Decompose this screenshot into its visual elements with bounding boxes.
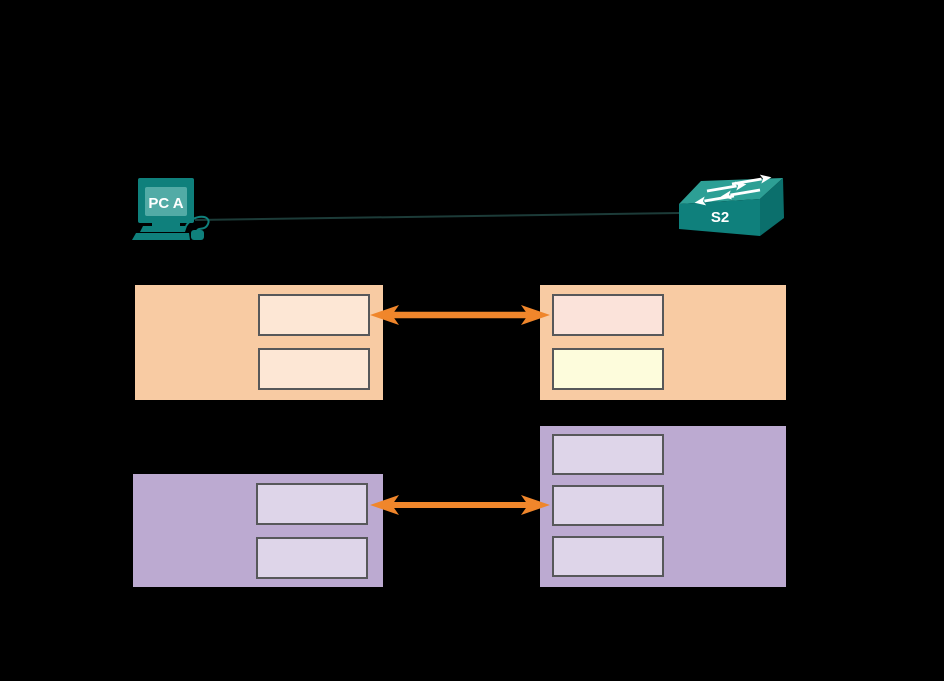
topology-figure: PC A S2 [132,171,784,240]
pc-label: PC A [148,195,183,212]
slot [258,294,370,336]
link-pca-s2 [194,212,681,221]
switch-front-face [679,199,760,236]
double-arrow-bottom-left-head [370,495,399,515]
slot [258,348,370,390]
slot-group-orange-right [552,294,664,390]
mouse-cable [185,215,210,232]
panel-purple-right [540,426,786,587]
pc-mouse [191,230,204,240]
switch-icon: S2 [679,171,784,236]
switch-side-face [760,178,784,236]
panel-orange-left [135,285,383,400]
pc-screen [145,187,187,216]
slot [256,537,368,579]
slot [552,348,664,390]
switch-top-face [679,178,783,204]
slot-group-orange-left [258,294,370,390]
double-arrow-bottom-right-head [521,495,550,515]
pc-stand [152,222,180,227]
double-arrow-bottom [370,495,550,515]
slot [552,434,664,475]
pc-base-lower [132,233,190,240]
slot [552,294,664,336]
pc-icon: PC A [132,178,210,240]
panel-purple-left [133,474,383,587]
switch-label: S2 [711,209,729,226]
double-arrow-top-left-head [370,305,399,325]
double-arrow-top-right-head [521,305,550,325]
slot-group-purple-right [552,434,664,577]
panel-orange-right [540,285,786,400]
slot [256,483,368,525]
slot [552,485,664,526]
double-arrow-top [370,305,550,325]
pc-base-upper [140,226,187,232]
slot [552,536,664,577]
slot-group-purple-left [256,483,368,579]
